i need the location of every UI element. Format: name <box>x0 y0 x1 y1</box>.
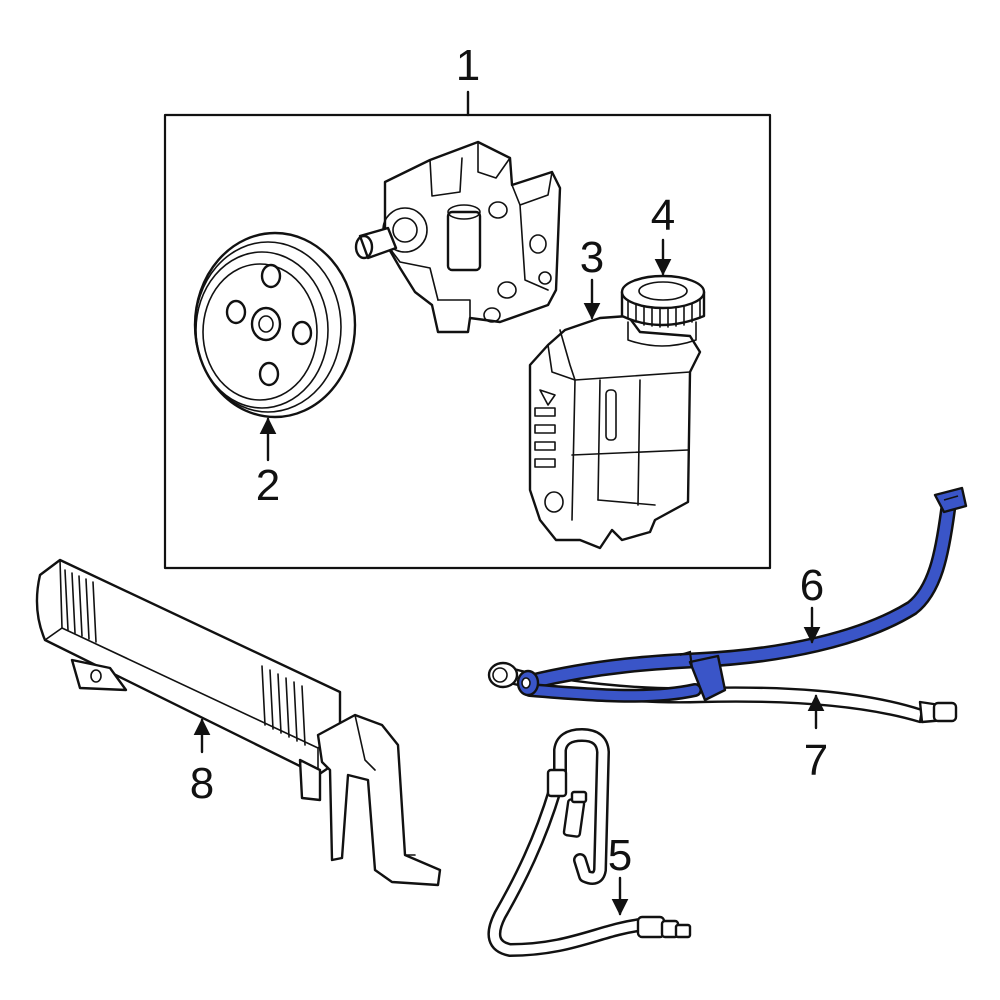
callout-label-3: 3 <box>580 233 604 282</box>
reservoir-cap-part[interactable] <box>620 274 706 347</box>
pulley-part[interactable] <box>193 231 357 419</box>
callout-label-6: 6 <box>800 561 824 610</box>
tube-assembly-part[interactable] <box>487 728 692 957</box>
callout-label-4: 4 <box>651 191 675 240</box>
pressure-hose-part[interactable] <box>516 486 968 703</box>
callout-label-7: 7 <box>804 736 828 785</box>
callout-label-2: 2 <box>256 461 280 510</box>
reservoir-part[interactable] <box>528 314 702 550</box>
callout-label-8: 8 <box>190 759 214 808</box>
callout-label-1: 1 <box>456 41 480 90</box>
callout-label-5: 5 <box>608 831 632 880</box>
pump-body-part[interactable] <box>354 140 562 334</box>
oil-cooler-part[interactable] <box>35 558 442 887</box>
